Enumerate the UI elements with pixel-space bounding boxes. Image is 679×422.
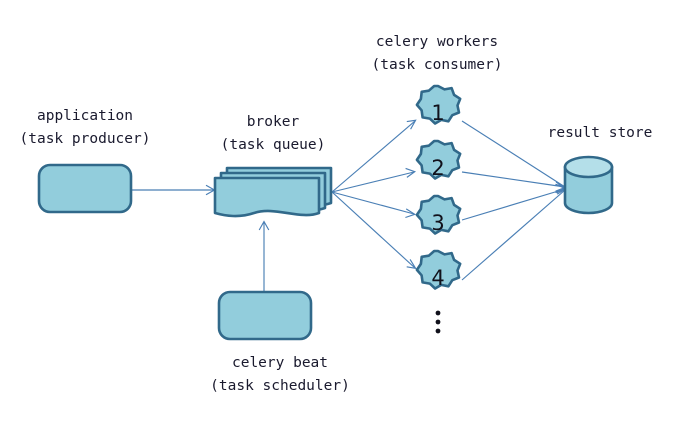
node-result-store[interactable]: result store xyxy=(548,125,653,215)
celery-beat-box[interactable] xyxy=(217,290,313,341)
workers-label-line1: celery workers xyxy=(376,34,498,50)
node-celery-workers-group: celery workers (task consumer) 1 2 3 4 xyxy=(372,34,503,334)
broker-card-front[interactable] xyxy=(213,176,321,218)
worker-2-number: 2 xyxy=(431,156,444,180)
edge-application-to-broker xyxy=(131,184,216,196)
edge-group xyxy=(131,119,568,292)
edge-broker-to-worker-3 xyxy=(331,191,417,219)
worker-4-number: 4 xyxy=(431,266,444,290)
celery-beat-label-line2: (task scheduler) xyxy=(210,378,350,394)
workers-vertical-ellipsis-icon xyxy=(435,310,441,334)
worker-3-star[interactable] xyxy=(415,194,462,235)
celery-beat-label-line1: celery beat xyxy=(232,355,328,371)
broker-label-line2: (task queue) xyxy=(221,137,326,153)
worker-4-star[interactable] xyxy=(415,249,462,290)
node-application[interactable]: application (task producer) xyxy=(20,108,151,214)
edge-broker-to-worker-4 xyxy=(331,191,417,270)
worker-2-star[interactable] xyxy=(415,139,462,180)
worker-2[interactable]: 2 xyxy=(415,139,462,180)
worker-1-number: 1 xyxy=(431,101,444,125)
edge-beat-to-broker xyxy=(258,220,270,292)
workers-label-line2: (task consumer) xyxy=(372,57,503,73)
worker-1[interactable]: 1 xyxy=(415,84,462,125)
edge-broker-to-worker-2 xyxy=(331,167,417,193)
edge-worker-4-to-result-store xyxy=(461,182,568,281)
application-label-line2: (task producer) xyxy=(20,131,151,147)
worker-4[interactable]: 4 xyxy=(415,249,462,290)
result-store-cylinder-body[interactable] xyxy=(563,165,614,215)
worker-1-star[interactable] xyxy=(415,84,462,125)
worker-3-number: 3 xyxy=(431,211,444,235)
worker-3[interactable]: 3 xyxy=(415,194,462,235)
application-box[interactable] xyxy=(37,163,133,214)
node-broker[interactable]: broker (task queue) xyxy=(213,114,333,218)
edge-worker-2-to-result-store xyxy=(461,171,568,192)
broker-label-line1: broker xyxy=(247,114,300,130)
edge-broker-to-worker-1 xyxy=(331,119,417,193)
result-store-label: result store xyxy=(548,125,653,141)
application-label-line1: application xyxy=(37,108,133,124)
node-celery-beat[interactable]: celery beat (task scheduler) xyxy=(210,290,350,394)
result-store-cylinder-top xyxy=(563,155,614,179)
